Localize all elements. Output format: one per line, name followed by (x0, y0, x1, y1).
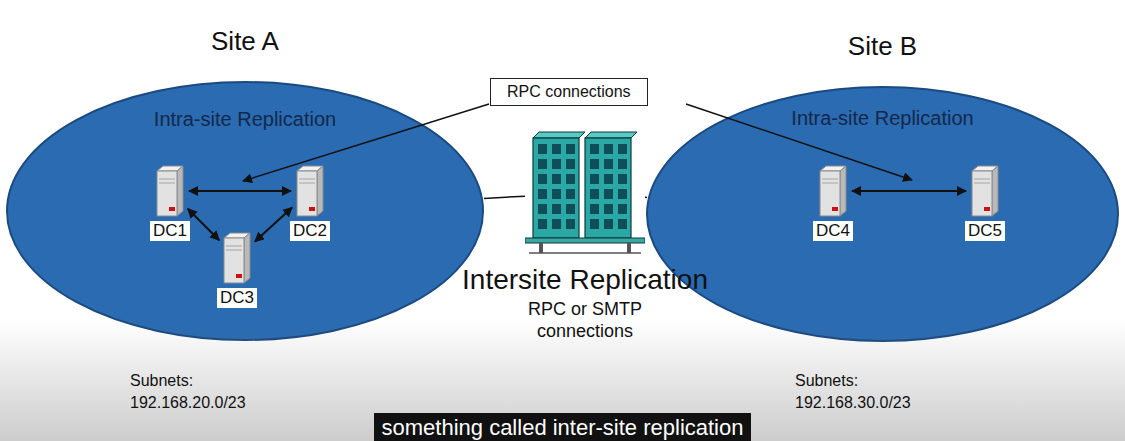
domain-controller: DC4 (808, 165, 858, 241)
domain-controller: DC3 (212, 232, 262, 308)
site-region: Site BIntra-site ReplicationDC4DC5 (645, 85, 1120, 343)
callout-box: RPC connections (490, 78, 648, 106)
site-title: Site A (5, 26, 485, 57)
server-label: DC1 (150, 221, 190, 241)
subnet-note: Subnets: 192.168.20.0/23 (130, 370, 265, 414)
replication-link (645, 196, 647, 198)
site-region: Site AIntra-site ReplicationDC1DC2DC3 (5, 80, 485, 342)
callout-text: RPC connections (507, 83, 631, 100)
server-icon (295, 165, 325, 217)
domain-controller: DC1 (145, 165, 195, 241)
server-label: DC5 (965, 221, 1005, 241)
server-label: DC2 (290, 221, 330, 241)
intersite-hub: Intersite ReplicationRPC or SMTP connect… (415, 128, 755, 342)
domain-controller: DC2 (285, 165, 335, 241)
caption-bar: something called inter-site replication (0, 413, 1125, 441)
site-title: Site B (645, 31, 1120, 62)
server-label: DC4 (813, 221, 853, 241)
hub-heading: Intersite Replication (415, 264, 755, 296)
caption-text: something called inter-site replication (374, 413, 752, 441)
replication-link (852, 190, 966, 192)
domain-controller: DC5 (960, 165, 1010, 241)
hub-subtitle: RPC or SMTP connections (510, 298, 660, 342)
building-icon (525, 128, 645, 258)
replication-link (484, 196, 525, 198)
server-label: DC3 (217, 288, 257, 308)
server-icon (970, 165, 1000, 217)
replication-link (189, 190, 291, 192)
server-icon (222, 232, 252, 284)
server-icon (155, 165, 185, 217)
server-icon (818, 165, 848, 217)
subnet-note: Subnets: 192.168.30.0/23 (795, 370, 930, 414)
region-heading: Intra-site Replication (5, 108, 485, 131)
region-heading: Intra-site Replication (645, 107, 1120, 130)
